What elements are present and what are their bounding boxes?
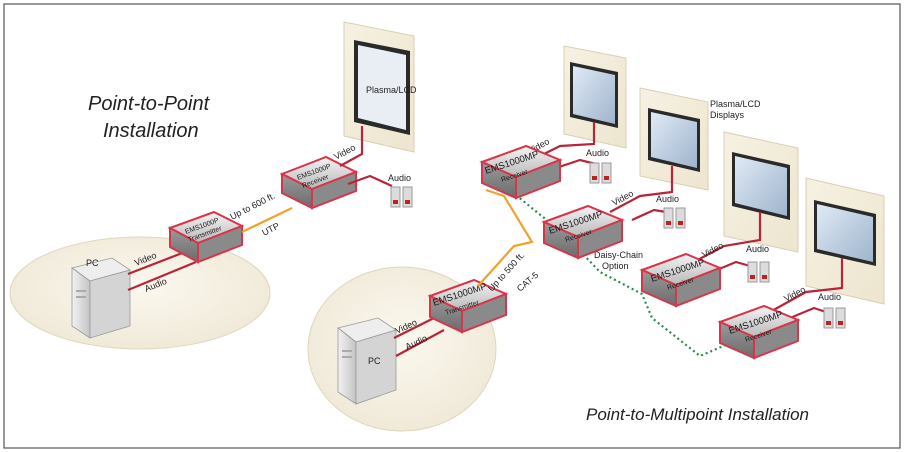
p2p-audio-cable-pc — [127, 260, 197, 292]
p2m-receiver-1 — [479, 144, 563, 200]
p2m-video-label-4: Video — [782, 284, 807, 304]
p2p-pc-label: PC — [86, 258, 99, 268]
p2p-title-line2: Installation — [103, 120, 199, 142]
p2p-display — [343, 21, 415, 153]
p2m-link-cable: CAT-5 — [515, 270, 540, 294]
p2p-floor-ellipse — [9, 236, 271, 350]
p2m-video-cable-2 — [609, 166, 674, 213]
p2p-title-line1: Point-to-Point — [88, 93, 211, 115]
p2m-video-cable-4 — [769, 258, 844, 313]
p2m-display-2 — [639, 87, 709, 191]
p2m-pc — [337, 317, 397, 405]
p2m-display-4 — [805, 177, 885, 305]
p2m-speakers-3 — [747, 261, 770, 283]
p2p-audio-cable — [347, 174, 393, 188]
p2m-display-3 — [723, 131, 799, 253]
p2m-title: Point-to-Multipoint Installation — [586, 405, 809, 424]
p2m-speakers-4 — [823, 307, 846, 329]
p2m-displays-label-2: Displays — [710, 110, 745, 120]
p2p-receiver — [279, 155, 359, 210]
p2m-daisy-chain-label-2: Option — [602, 261, 629, 271]
p2m-receiver-4 — [717, 304, 801, 360]
p2m-audio-label-1: Audio — [586, 148, 609, 158]
p2m-daisy-chain-label-1: Daisy-Chain — [594, 250, 643, 260]
p2m-audio-cable-4 — [789, 306, 827, 320]
p2m-video-cable-1 — [531, 122, 596, 161]
p2p-video-cable-pc — [127, 248, 191, 276]
p2p-pc — [71, 257, 131, 339]
diagram-border — [3, 3, 901, 449]
p2m-display-1 — [563, 45, 627, 149]
p2m-pc-label: PC — [368, 356, 381, 366]
p2m-audio-label-4: Audio — [818, 292, 841, 302]
p2p-speakers — [390, 186, 413, 208]
p2m-audio-cable-pc — [395, 329, 445, 357]
p2m-audio-label-2: Audio — [656, 194, 679, 204]
p2p-display-label: Plasma/LCD — [366, 85, 417, 95]
p2p-transmitter — [167, 210, 245, 264]
p2m-speakers-1 — [589, 162, 612, 184]
p2m-receiver-3 — [639, 252, 723, 308]
p2m-receiver-2 — [541, 204, 625, 260]
p2m-video-cable-pc — [393, 315, 439, 339]
p2m-cat5-link — [477, 188, 534, 287]
p2m-video-cable-3 — [689, 212, 762, 265]
p2m-transmitter — [427, 278, 509, 334]
p2m-audio-label-3: Audio — [746, 244, 769, 254]
p2p-link-distance: Up to 600 ft. — [228, 191, 276, 222]
p2m-displays-label-1: Plasma/LCD — [710, 99, 761, 109]
p2m-audio-cable-2 — [631, 208, 667, 222]
p2p-utp-link — [241, 207, 293, 233]
p2p-video-cable-display — [339, 126, 364, 167]
p2p-link-cable: UTP — [260, 221, 281, 238]
p2m-video-label-3: Video — [700, 240, 725, 260]
p2p-audio-label-speaker: Audio — [388, 173, 411, 183]
p2m-speakers-2 — [663, 207, 686, 229]
